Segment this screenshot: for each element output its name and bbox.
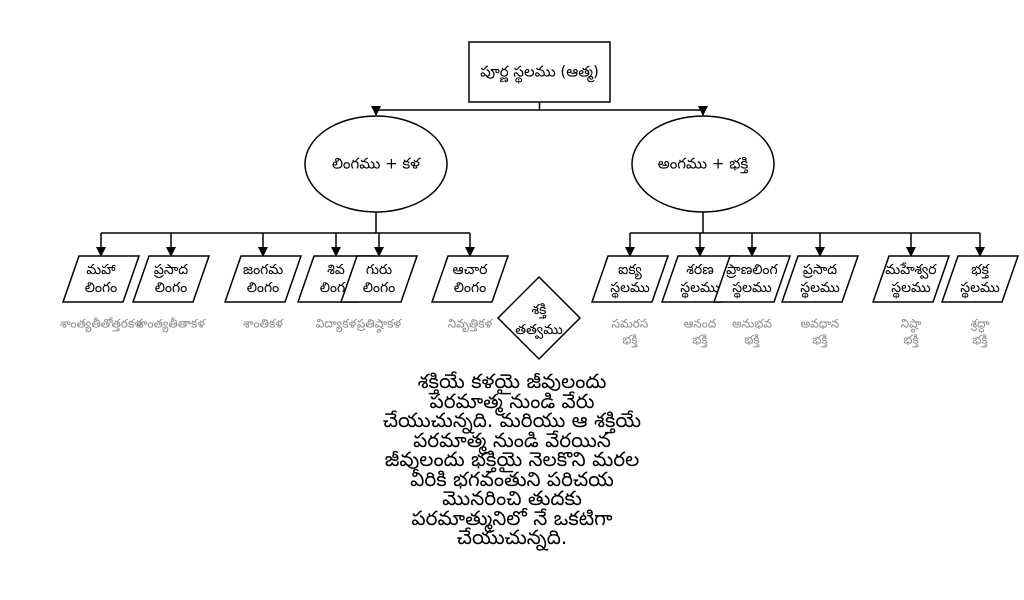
sthala-box	[871, 255, 951, 303]
sthala-caption: భక్తి	[744, 333, 759, 348]
linga-caption: శాంత్యతీతోత్తరకళ	[60, 317, 143, 333]
linga-box	[339, 255, 419, 303]
sthala-box-label: స్థలము	[680, 280, 720, 299]
left-ellipse-label: లింగము + కళ	[332, 155, 421, 173]
linga-box-label: గురు	[366, 262, 392, 278]
sthala-box-label: భక్త	[971, 262, 989, 279]
linga-caption: విద్యాకళ	[316, 317, 358, 333]
linga-box	[61, 255, 141, 303]
linga-caption: నివృత్తికళ	[448, 317, 494, 333]
linga-box-label: లింగం	[454, 280, 487, 296]
paragraph-line: జీవులందు భక్తియై నెలకొని మరల	[384, 447, 640, 471]
sthala-box-label: స్థలము	[960, 280, 1000, 299]
sthala-caption: సమరస	[612, 317, 649, 331]
linga-box-label: లింగం	[85, 280, 118, 296]
linga-box-label: లింగం	[247, 280, 280, 296]
sthala-caption: భక్తి	[972, 333, 987, 348]
linga-box-label: మహా	[86, 262, 116, 278]
sthala-caption: నిష్ఠా	[901, 317, 922, 333]
linga-box-label: ప్రసాద	[154, 262, 188, 278]
linga-caption: శాంత్యతీతాకళ	[137, 317, 206, 333]
linga-box	[430, 255, 510, 303]
sthala-box-label: ప్రసాద	[803, 262, 837, 278]
description-paragraph: శక్తియే కళయై జీవులందు పరమాత్మ నుండి వేరు…	[312, 369, 712, 549]
sthala-caption: భక్తి	[692, 333, 707, 348]
sthala-caption: ఆనంద	[684, 317, 717, 331]
right-items-group: ఐక్యస్థలముసమరసభక్తిశరణస్థలముఆనందభక్తిప్ర…	[590, 255, 1020, 348]
sthala-caption: అవధాన	[801, 317, 840, 331]
paragraph-line: చేయుచున్నది.	[456, 525, 568, 549]
sthala-box-label: స్థలము	[800, 280, 840, 299]
paragraph-line: మొనరించి తుదకు	[442, 486, 582, 510]
connector-lines	[96, 102, 985, 257]
sthala-box	[712, 255, 792, 303]
sthala-caption: అనుభవ	[732, 317, 772, 331]
linga-caption: ప్రతిష్ఠాకళ	[356, 317, 402, 333]
sthala-box-label: స్థలము	[732, 280, 772, 299]
paragraph-line: పరమాత్మునిలో నే ఒకటిగా	[411, 505, 613, 530]
root-label: పూర్ణ స్థలము (ఆత్మ)	[480, 63, 599, 84]
sthala-caption: శ్రద్ధా	[970, 317, 990, 334]
sthala-box-label: మహేశ్వర	[885, 262, 937, 279]
sthala-box-label: ఐక్య	[618, 262, 642, 280]
center-diamond	[496, 275, 582, 361]
right-ellipse-label: అంగము + భక్తి	[658, 155, 749, 174]
linga-box-label: శివ	[327, 262, 345, 278]
linga-box-label: ఆచార	[453, 262, 489, 278]
sthala-box-label: స్థలము	[610, 280, 650, 299]
paragraph-line: వీరికి భగవంతుని పరిచయ	[410, 466, 614, 491]
sthala-box	[590, 255, 670, 303]
diamond-label-line2: తత్వము	[515, 322, 563, 339]
paragraph-line: చేయుచున్నది. మరియు ఆ శక్తియే	[382, 408, 642, 432]
paragraph-line: పరమాత్మ నుండి వేరు	[429, 388, 595, 413]
sthala-box-label: ప్రాణలింగ	[726, 262, 778, 278]
root-box	[468, 41, 611, 103]
linga-box	[131, 255, 211, 303]
sthala-box	[940, 255, 1020, 303]
linga-box-label: జంగమ	[243, 262, 283, 278]
diamond-label-line1: శక్తి	[531, 302, 546, 319]
sthala-box-label: శరణ	[686, 262, 714, 278]
left-items-group: మహా లింగం శాంత్యతీతోత్తరకళ ప్రసాద లింగం శాంత్…	[60, 255, 510, 333]
linga-box-label: లింగం	[155, 280, 188, 296]
paragraph-line: శక్తియే కళయై జీవులందు	[417, 369, 607, 393]
sthala-box-label: స్థలము	[891, 280, 931, 299]
sthala-caption: భక్తి	[622, 333, 637, 348]
sthala-caption: భక్తి	[812, 333, 827, 348]
right-ellipse	[631, 115, 775, 213]
paragraph-line: పరమాత్మ నుండి వేరయిన	[413, 427, 611, 452]
sthala-caption: భక్తి	[903, 333, 918, 348]
linga-box	[223, 255, 303, 303]
left-ellipse	[304, 115, 448, 213]
linga-caption: శాంతికళ	[243, 317, 284, 331]
linga-box-label: లింగం	[363, 280, 396, 296]
sthala-box	[780, 255, 860, 303]
